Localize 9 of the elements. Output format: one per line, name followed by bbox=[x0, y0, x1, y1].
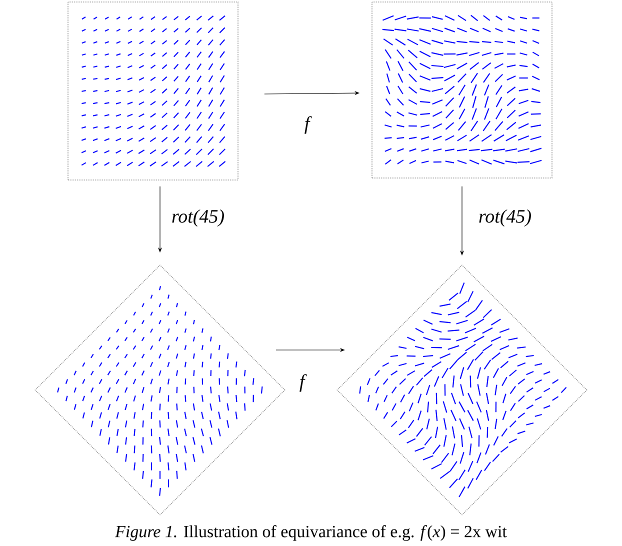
vector-field-drawing bbox=[34, 264, 286, 516]
vector-field-drawing bbox=[372, 2, 552, 178]
vector-field-drawing bbox=[68, 2, 238, 180]
edge-label: rot(45) bbox=[477, 208, 533, 228]
edge-label: rot(45) bbox=[170, 208, 226, 228]
vector-field-drawing bbox=[336, 264, 588, 516]
edge-label: f bbox=[303, 115, 312, 135]
edge-label: f bbox=[298, 373, 307, 393]
caption: Figure 1. Illustration of equivariance of e.g. f(x) = 2x wit bbox=[114, 525, 507, 541]
